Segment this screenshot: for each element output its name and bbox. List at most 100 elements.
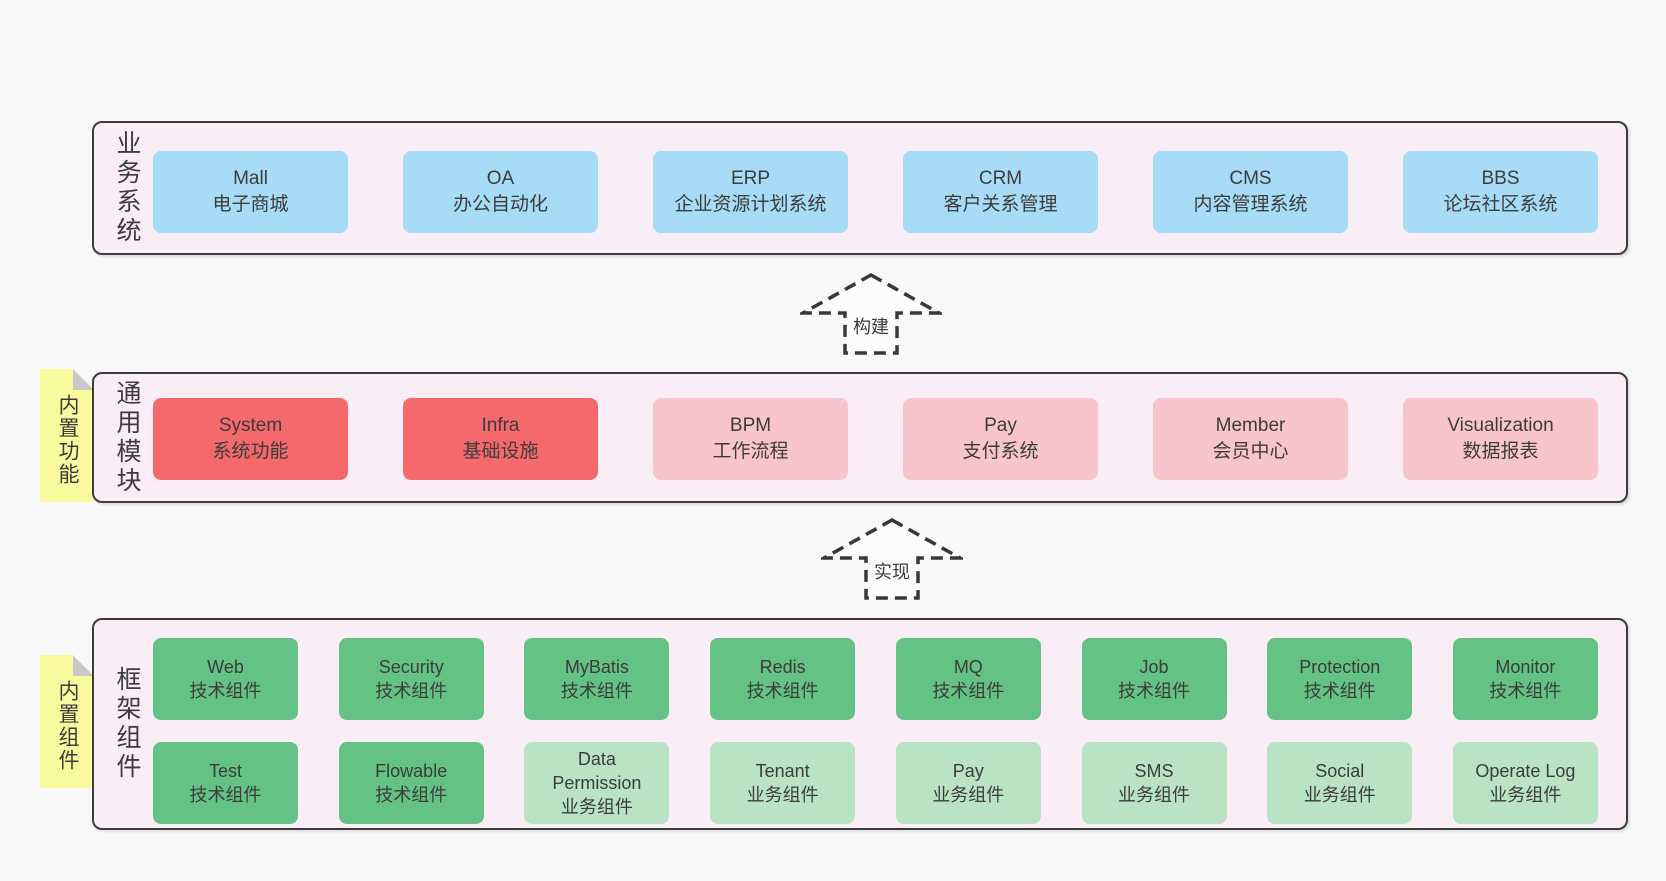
- builtin-components-note-text: 内置组件: [56, 679, 79, 772]
- common-modules-label: 通用模块: [113, 379, 141, 496]
- box-title-en: Member: [1215, 415, 1286, 436]
- box-subtitle-zh: 工作流程: [712, 441, 789, 462]
- box-mybatis: MyBatis 技术组件: [524, 638, 670, 720]
- box-subtitle-zh: 电子商城: [212, 194, 289, 215]
- box-title-en: Pay: [984, 415, 1017, 436]
- builtin-features-note: 内置功能: [40, 369, 94, 502]
- implement-arrow: 实现: [821, 517, 963, 601]
- box-title-en: Infra: [481, 415, 520, 436]
- box-title-en: BPM: [729, 415, 772, 436]
- box-subtitle-zh: 业务组件: [1118, 785, 1191, 805]
- box-subtitle-zh: 业务组件: [560, 797, 633, 817]
- box-subtitle-zh: 技术组件: [746, 681, 819, 701]
- box-subtitle-zh: 技术组件: [560, 681, 633, 701]
- box-monitor: Monitor 技术组件: [1452, 638, 1598, 720]
- box-title-en: Protection: [1299, 657, 1381, 677]
- box-erp: ERP 企业资源计划系统: [653, 151, 848, 233]
- box-subtitle-zh: 技术组件: [375, 681, 448, 701]
- box-subtitle-zh: 办公自动化: [452, 194, 548, 215]
- business-systems-label: 业务系统: [113, 130, 141, 246]
- box-social: Social 业务组件: [1267, 742, 1413, 824]
- box-cms: CMS 内容管理系统: [1153, 151, 1348, 233]
- box-title-en: Job: [1139, 657, 1169, 677]
- box-title-en: Tenant: [755, 761, 810, 781]
- box-title-en: Redis: [759, 657, 806, 677]
- box-subtitle-zh: 数据报表: [1462, 441, 1539, 462]
- box-crm: CRM 客户关系管理: [903, 151, 1098, 233]
- box-title-en: Social: [1315, 761, 1365, 781]
- box-title-en: Test: [208, 761, 242, 781]
- box-subtitle-zh: 业务组件: [1303, 785, 1376, 805]
- box-oa: OA 办公自动化: [403, 151, 598, 233]
- box-subtitle-zh: 业务组件: [932, 785, 1005, 805]
- box-title-en: Security: [378, 657, 444, 677]
- box-subtitle-zh: 技术组件: [189, 785, 262, 805]
- box-subtitle-zh: 技术组件: [1118, 681, 1191, 701]
- box-subtitle-zh: 论坛社区系统: [1443, 194, 1558, 215]
- box-tenant: Tenant 业务组件: [710, 742, 856, 824]
- box-job: Job 技术组件: [1081, 638, 1227, 720]
- box-operate-log: Operate Log 业务组件: [1452, 742, 1598, 824]
- box-title-en: OA: [486, 168, 515, 189]
- box-subtitle-zh: 会员中心: [1212, 441, 1289, 462]
- box-title-en: Mall: [233, 168, 268, 189]
- box-title-en: System: [218, 415, 283, 436]
- box-title-en: SMS: [1134, 761, 1174, 781]
- box-title-en: Pay: [952, 761, 984, 781]
- box-subtitle-zh: 业务组件: [746, 785, 819, 805]
- box-infra: Infra 基础设施: [403, 398, 598, 480]
- box-title-en: CRM: [978, 168, 1023, 189]
- box-subtitle-zh: 技术组件: [932, 681, 1005, 701]
- builtin-features-note-text: 内置功能: [56, 393, 79, 486]
- box-member: Member 会员中心: [1153, 398, 1348, 480]
- box-test: Test 技术组件: [153, 742, 298, 824]
- implement-arrow-label: 实现: [872, 558, 912, 584]
- box-subtitle-zh: 业务组件: [1489, 785, 1562, 805]
- build-arrow: 构建: [800, 272, 942, 356]
- box-subtitle-zh: 内容管理系统: [1193, 194, 1308, 215]
- box-title-en: MQ: [953, 657, 983, 677]
- builtin-components-note: 内置组件: [40, 655, 94, 788]
- box-subtitle-zh: 技术组件: [375, 785, 448, 805]
- common-modules-row: System 系统功能 Infra 基础设施 BPM 工作流程 Pay 支付系统 Member 会…: [94, 398, 1626, 480]
- box-title-en: Operate Log: [1475, 761, 1576, 781]
- box-system: System 系统功能: [153, 398, 348, 480]
- box-title-en: Monitor: [1495, 657, 1556, 677]
- section-business-systems: 业务系统 Mall 电子商城 OA 办公自动化 ERP 企业资源计划系统 CRM 客户关系管理…: [92, 121, 1628, 255]
- box-title-en: CMS: [1229, 168, 1272, 189]
- box-title-en: MyBatis: [564, 657, 629, 677]
- box-title-en: Flowable: [375, 761, 448, 781]
- box-flowable: Flowable 技术组件: [338, 742, 484, 824]
- framework-components-label: 框架组件: [113, 666, 141, 782]
- box-mall: Mall 电子商城: [153, 151, 348, 233]
- box-subtitle-zh: 技术组件: [1303, 681, 1376, 701]
- box-bpm: BPM 工作流程: [653, 398, 848, 480]
- box-pay: Pay 支付系统: [903, 398, 1098, 480]
- box-subtitle-zh: 客户关系管理: [943, 194, 1058, 215]
- box-title-en: ERP: [730, 168, 771, 189]
- box-subtitle-zh: 企业资源计划系统: [674, 194, 827, 215]
- section-common-modules: 通用模块 System 系统功能 Infra 基础设施 BPM 工作流程 Pay 支付系统 Me…: [92, 372, 1628, 503]
- box-subtitle-zh: 技术组件: [189, 681, 262, 701]
- box-protection: Protection 技术组件: [1267, 638, 1413, 720]
- box-mq: MQ 技术组件: [895, 638, 1041, 720]
- box-subtitle-zh: 基础设施: [462, 441, 539, 462]
- business-systems-row: Mall 电子商城 OA 办公自动化 ERP 企业资源计划系统 CRM 客户关系管理 CMS 内容…: [94, 151, 1626, 233]
- box-bbs: BBS 论坛社区系统: [1403, 151, 1598, 233]
- box-security: Security 技术组件: [338, 638, 484, 720]
- box-sms: SMS 业务组件: [1081, 742, 1227, 824]
- box-redis: Redis 技术组件: [710, 638, 856, 720]
- box-pay-biz: Pay 业务组件: [895, 742, 1041, 824]
- box-title-en: BBS: [1481, 168, 1520, 189]
- box-subtitle-zh: 技术组件: [1489, 681, 1562, 701]
- build-arrow-label: 构建: [851, 313, 891, 339]
- box-subtitle-zh: 系统功能: [212, 441, 289, 462]
- box-subtitle-zh: 支付系统: [962, 441, 1039, 462]
